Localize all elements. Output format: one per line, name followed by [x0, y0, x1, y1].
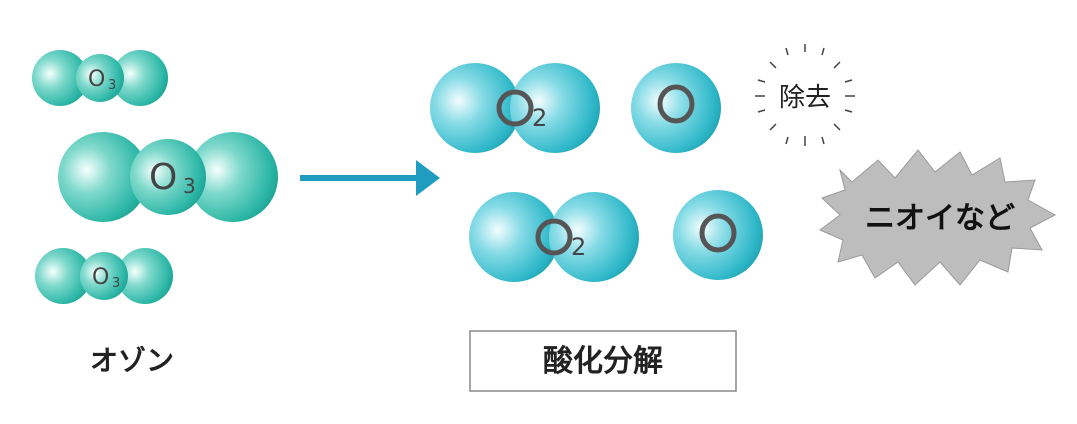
removal-burst: 除去: [755, 44, 855, 146]
oxygen-atom-bottom: [673, 190, 763, 280]
oxygen-subscript: 2: [532, 104, 547, 132]
ozone-symbol: O: [149, 157, 177, 198]
oxygen-atom-top: [631, 63, 721, 153]
decomposition-label-box: 酸化分解: [469, 330, 737, 392]
spiky-blob-icon: [819, 149, 1057, 286]
ozone-label: オゾン: [90, 344, 174, 377]
reaction-arrow: [300, 160, 440, 196]
ozone-molecule-small-top: O 3: [32, 50, 168, 106]
ozone-symbol: O: [88, 67, 105, 92]
ozone-subscript: 3: [183, 174, 196, 198]
decomposition-label: 酸化分解: [543, 344, 663, 379]
oxygen-subscript: 2: [571, 233, 586, 261]
odor-label: ニオイなど: [865, 201, 1015, 236]
oxygen-molecule-top: 2: [430, 63, 600, 153]
odor-badge: ニオイなど: [819, 149, 1057, 286]
oxygen-molecule-bottom: 2: [469, 192, 639, 282]
ozone-molecule-small-bottom: O 3: [35, 248, 173, 304]
burst-lines-icon: [755, 44, 855, 146]
ozone-symbol: O: [92, 265, 109, 290]
removal-label: 除去: [779, 83, 831, 113]
ozone-subscript: 3: [108, 78, 116, 93]
ozone-molecule-large: O 3: [58, 132, 278, 222]
ozone-subscript: 3: [112, 276, 120, 291]
